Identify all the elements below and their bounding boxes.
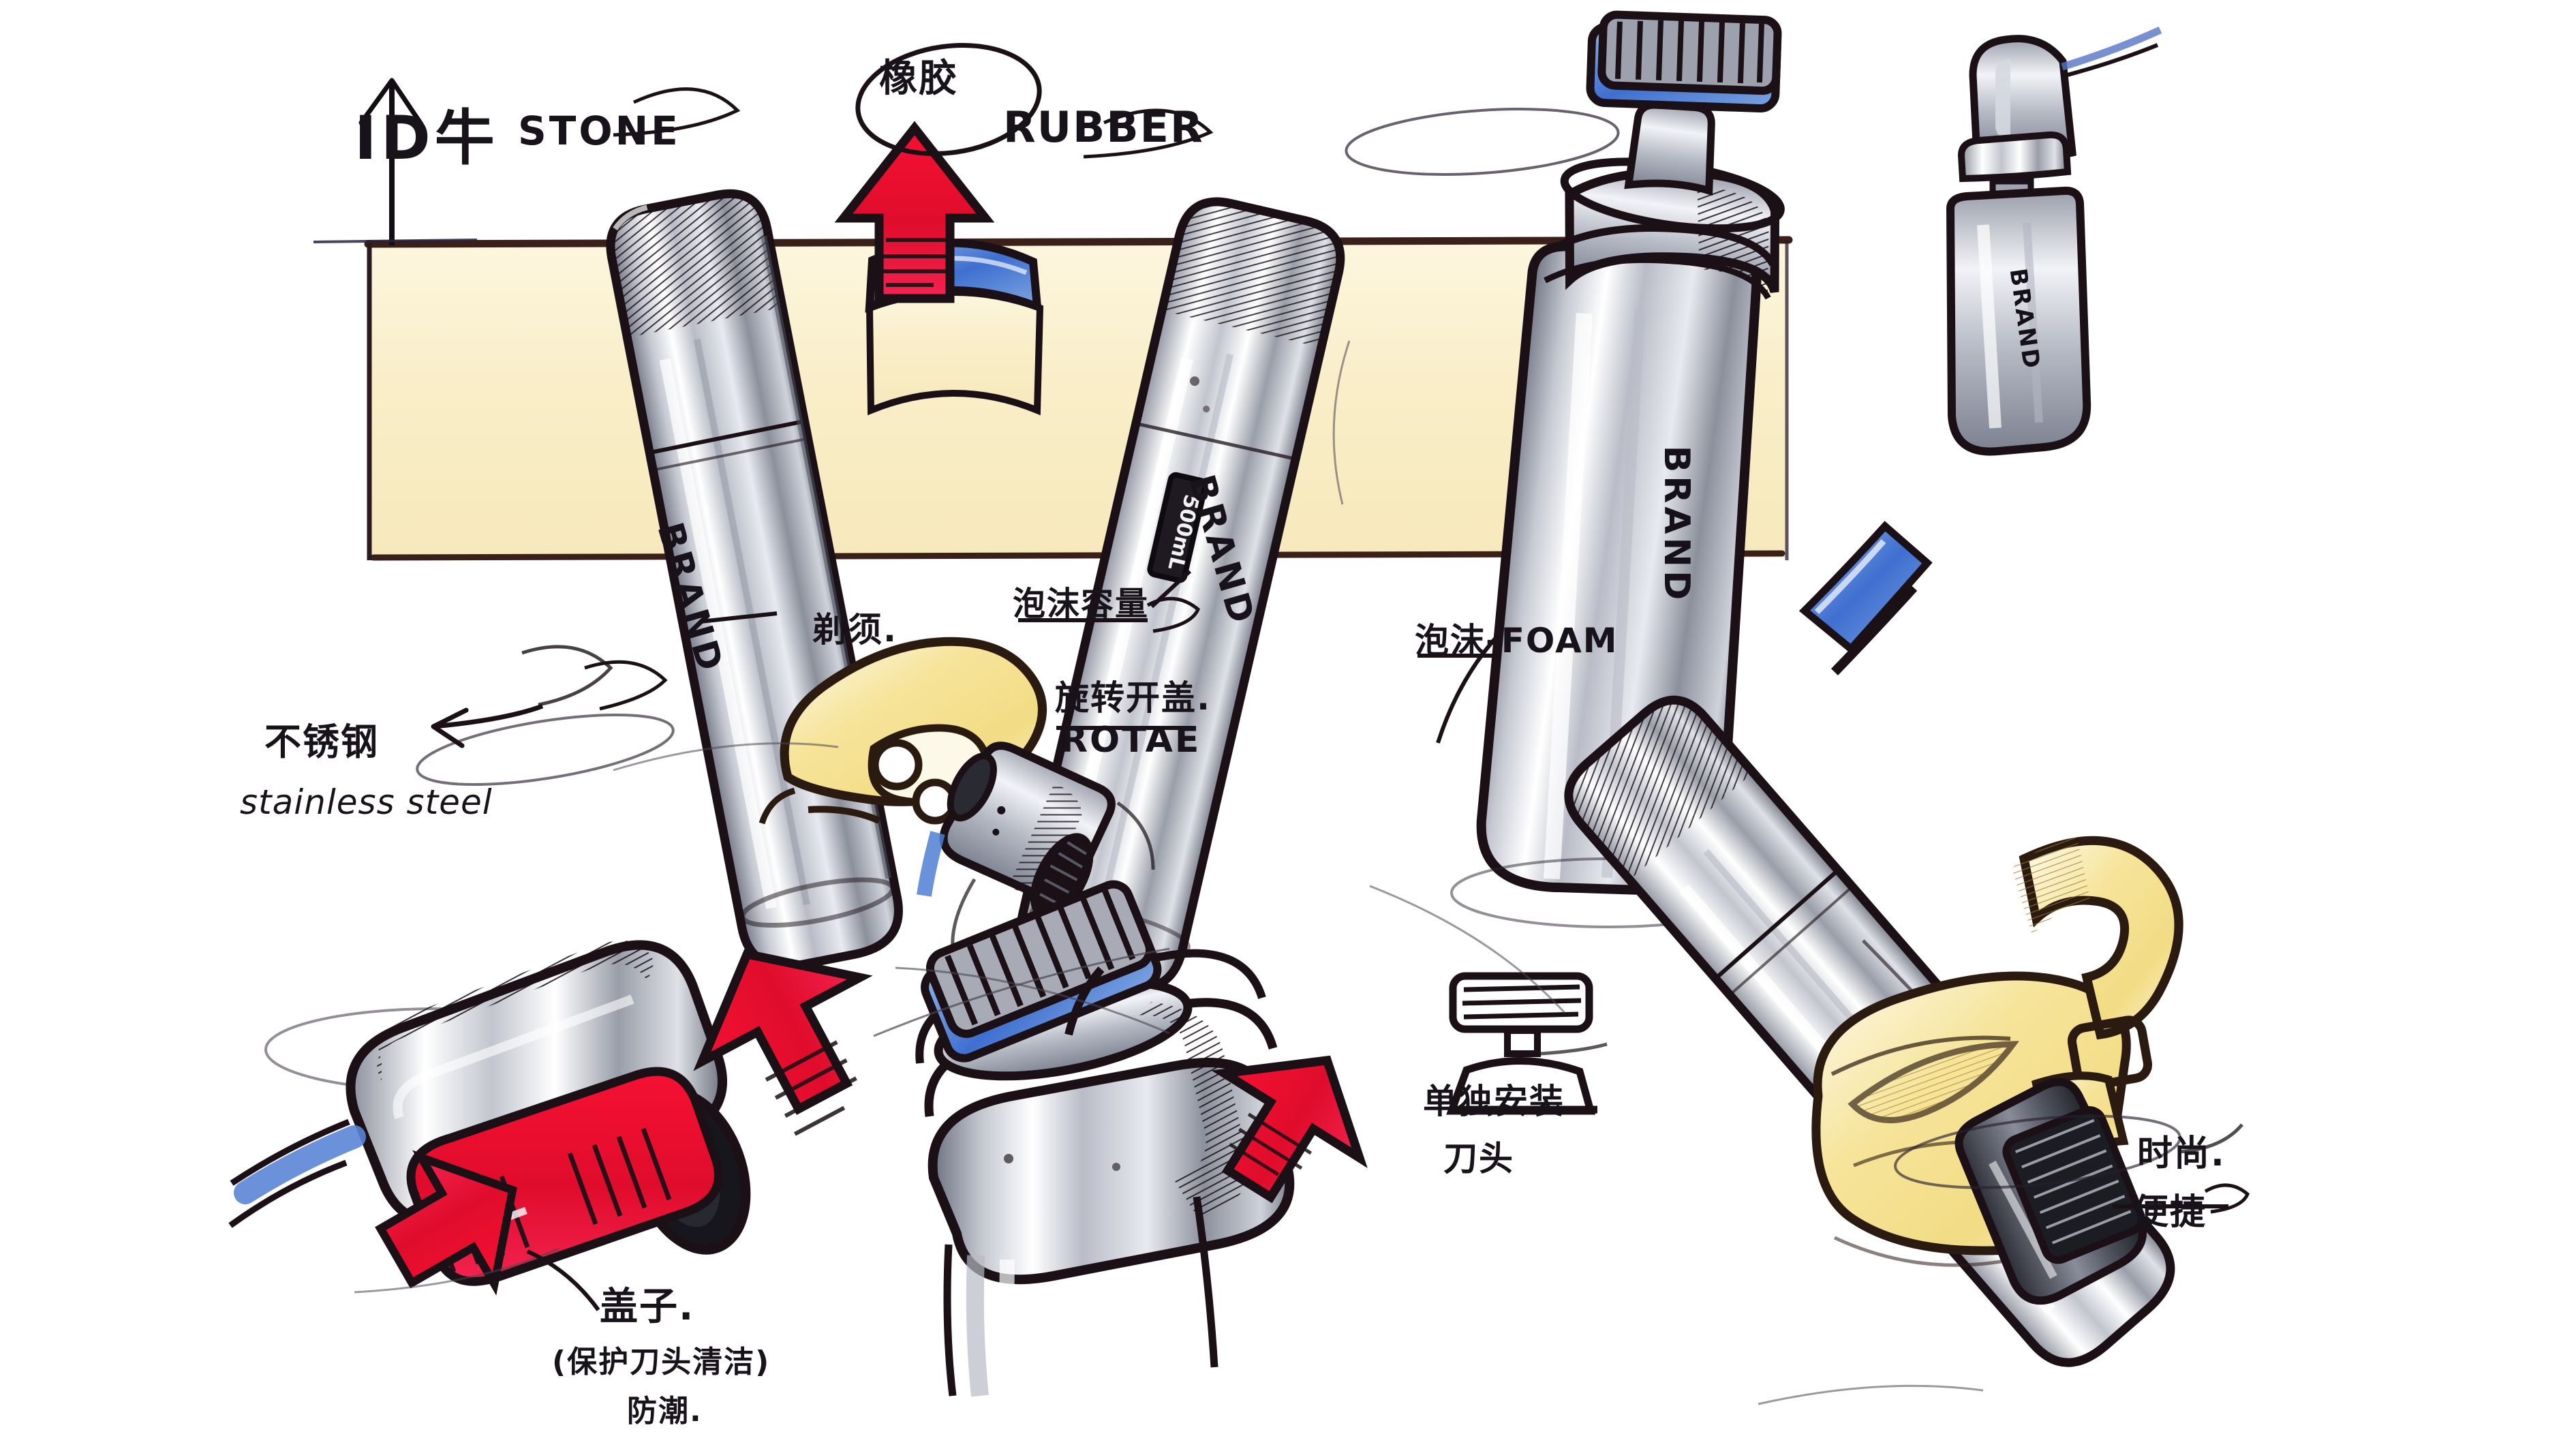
annotation-cap-note2: 防潮. [627, 1394, 703, 1429]
view-cap-detail [228, 940, 751, 1286]
view-pouch: BRAND [1811, 836, 2243, 1305]
annotation-fashion2: 便捷 [2133, 1192, 2207, 1233]
annotation-blade-line2: 刀头 [1443, 1139, 1514, 1178]
view-hand [758, 637, 1155, 1004]
stainless-leader [431, 645, 613, 748]
view-stand-icon [1446, 972, 1608, 1115]
view-explode [873, 880, 1295, 1397]
annotation-shave-cn: 剃须. [812, 610, 898, 650]
ground-ellipse-pouch [1894, 1114, 2181, 1189]
view-mini: BRAND [1946, 26, 2162, 456]
cap-arrow [375, 1150, 517, 1296]
annotation-cap-note: (保护刀头清洁) [552, 1345, 771, 1379]
axis-arrow [313, 78, 478, 245]
annotation-rotate-cn: 旋转开盖. [1055, 678, 1211, 718]
annotation-fashion1: 时尚. [2137, 1133, 2226, 1174]
designer-name: STONE [518, 108, 681, 154]
ground-ellipse-can [1345, 108, 1620, 176]
annotation-foam: 泡沫-FOAM [1415, 621, 1619, 660]
leader-lines [526, 569, 2228, 1311]
id-mark: ID牛 [354, 90, 496, 177]
annotation-rubber-en: RUBBER [1003, 102, 1204, 152]
annotation-rotate-en: ROTAE [1060, 720, 1201, 761]
construction-lines [354, 340, 1984, 1405]
strap-buckle [2067, 1016, 2153, 1090]
rubber-circle [855, 43, 1042, 156]
volume-label-plate [1147, 472, 1208, 583]
brand-text-tall: BRAND [1656, 446, 1697, 604]
right-razor-blue-tip [1798, 521, 1933, 675]
leader-squiggles [584, 87, 2250, 1214]
rubber-arrow [834, 43, 1042, 303]
annotation-blade-line1: 单独安装 [1423, 1082, 1565, 1121]
annotation-foam-volume-cn: 泡沫容量 [1013, 585, 1150, 623]
id-mark-cn: 牛 [434, 103, 496, 173]
explode-left-arrow [693, 949, 873, 1136]
annotation-cap: 盖子. [600, 1285, 695, 1329]
annotation-stainless-cn: 不锈钢 [264, 720, 379, 763]
id-mark-letters: ID [354, 103, 435, 173]
annotation-stainless-en: stainless steel [240, 782, 493, 822]
annotation-rubber-cn: 橡胶 [879, 57, 958, 101]
ground-ellipse-left [416, 713, 675, 787]
explode-right-arrow [1211, 1055, 1368, 1204]
